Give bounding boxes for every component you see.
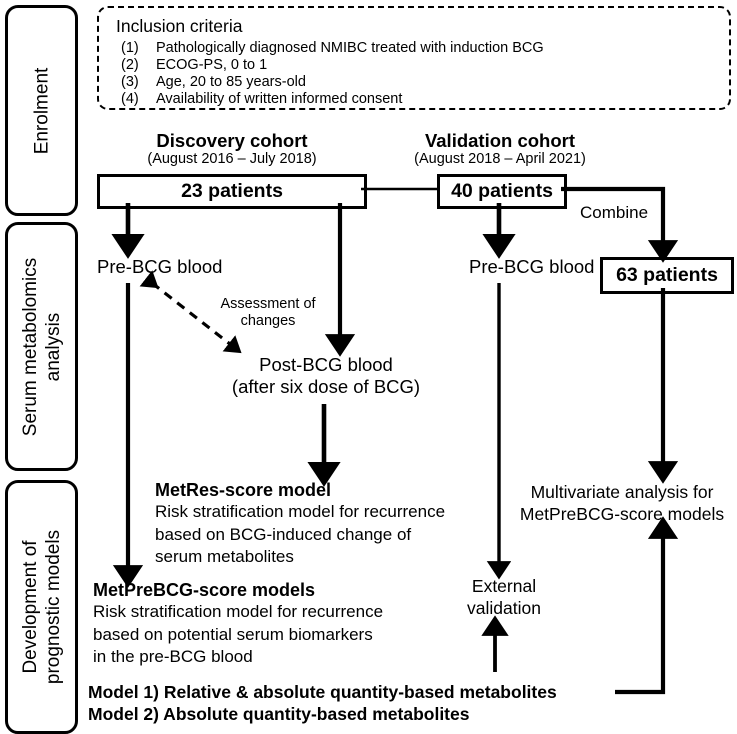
arrow-models-to-multivariate bbox=[615, 516, 679, 695]
discovery-cohort-period: (August 2016 – July 2018) bbox=[147, 151, 317, 167]
discovery-pre-bcg-blood-label: Pre-BCG blood bbox=[97, 256, 223, 277]
validation-cohort-period: (August 2018 – April 2021) bbox=[414, 151, 586, 167]
model-1-line: Model 1) Relative & absolute quantity-ba… bbox=[88, 682, 557, 702]
model-2-line: Model 2) Absolute quantity-based metabol… bbox=[88, 704, 470, 724]
combined-patients-box: 63 patients bbox=[600, 257, 734, 294]
combined-patients-count: 63 patients bbox=[616, 264, 718, 286]
criteria-item-1-number: (1) bbox=[121, 40, 139, 56]
criteria-item-2-number: (2) bbox=[121, 57, 139, 73]
post-bcg-blood-sublabel: (after six dose of BCG) bbox=[231, 376, 421, 397]
validation-pre-bcg-blood-label: Pre-BCG blood bbox=[469, 256, 595, 277]
metprebcg-score-models-body: Risk stratification model for recurrence… bbox=[93, 602, 384, 667]
criteria-item-3-text: Age, 20 to 85 years-old bbox=[156, 74, 306, 90]
inclusion-criteria-panel: Inclusion criteria (1) Pathologically di… bbox=[97, 6, 731, 110]
metres-score-model-title: MetRes-score model bbox=[155, 480, 332, 500]
discovery-patients-box: 23 patients bbox=[97, 174, 367, 209]
phase-rail-serum-metabolomics: Serum metabolomics analysis bbox=[5, 222, 78, 471]
criteria-item-2-text: ECOG-PS, 0 to 1 bbox=[156, 57, 268, 73]
multivariate-analysis-label-line2: MetPreBCG-score models bbox=[519, 504, 725, 524]
combine-label: Combine bbox=[580, 203, 649, 222]
validation-patients-box: 40 patients bbox=[437, 174, 567, 209]
phase-rail-enrolment: Enrolment bbox=[5, 5, 78, 216]
criteria-item-4-number: (4) bbox=[121, 91, 139, 107]
phase-rail-prognostic-models: Development of prognostic models bbox=[5, 480, 78, 734]
multivariate-analysis-label-line1: Multivariate analysis for bbox=[530, 482, 714, 502]
phase-rail-prognostic-models-label: Development of prognostic models bbox=[19, 529, 64, 685]
validation-cohort-title: Validation cohort bbox=[424, 130, 576, 151]
discovery-patients-count: 23 patients bbox=[181, 180, 283, 202]
assessment-of-changes-label-line2: changes bbox=[240, 313, 296, 329]
metres-score-model-body: Risk stratification model for recurrence… bbox=[155, 502, 446, 567]
phase-rail-enrolment-label: Enrolment bbox=[30, 67, 52, 154]
criteria-item-4-text: Availability of written informed consent bbox=[156, 91, 403, 107]
validation-patients-count: 40 patients bbox=[451, 180, 553, 202]
criteria-item-1-text: Pathologically diagnosed NMIBC treated w… bbox=[156, 40, 544, 56]
phase-rail-serum-metabolomics-label: Serum metabolomics analysis bbox=[19, 257, 64, 436]
metprebcg-score-models-title: MetPreBCG-score models bbox=[93, 580, 316, 600]
external-validation-label-line2: validation bbox=[467, 598, 541, 618]
post-bcg-blood-label: Post-BCG blood bbox=[259, 354, 393, 375]
inclusion-criteria-title: Inclusion criteria bbox=[116, 16, 243, 36]
criteria-item-3-number: (3) bbox=[121, 74, 139, 90]
external-validation-label-line1: External bbox=[471, 576, 537, 596]
discovery-cohort-title: Discovery cohort bbox=[156, 130, 308, 151]
assessment-of-changes-label-line1: Assessment of bbox=[220, 296, 316, 312]
